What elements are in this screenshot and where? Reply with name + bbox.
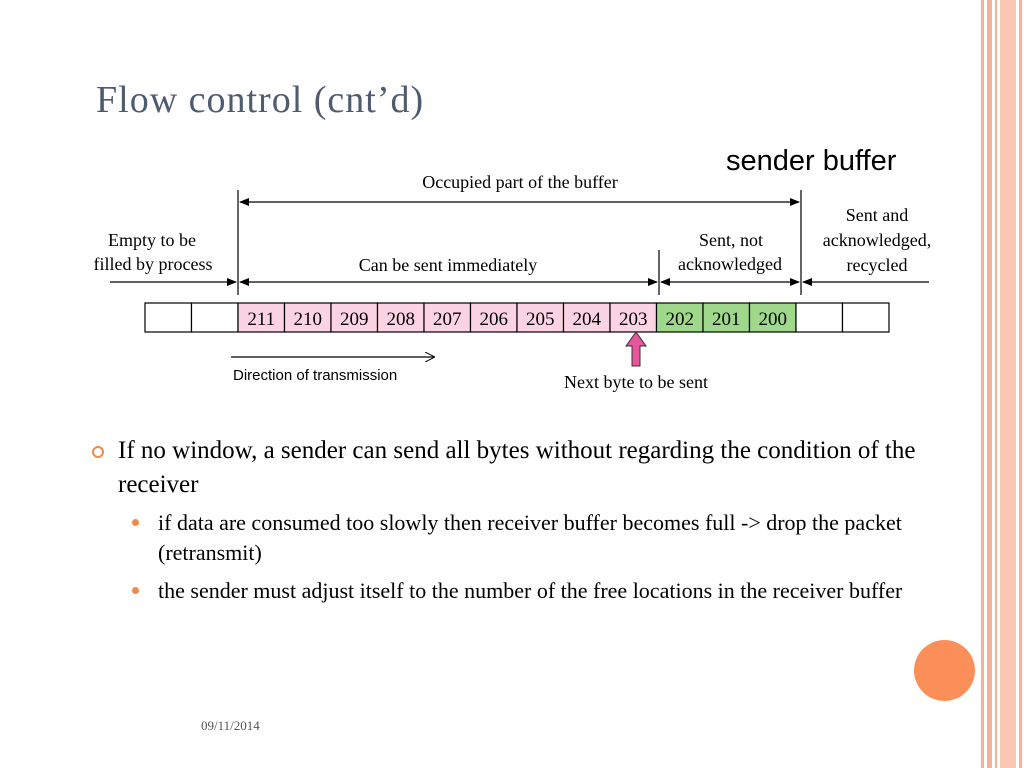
buffer-cell-label: 204 — [573, 309, 602, 330]
buffer-cell — [237, 302, 286, 333]
stripe-medium — [987, 0, 992, 768]
buffer-cell-label: 205 — [526, 309, 555, 330]
buffer-cells: 211 210 209 208 207 206 205 204 203 202 201 200 — [144, 302, 890, 333]
recycled-line2: acknowledged, — [823, 230, 931, 250]
sub-bullet-2-text: the sender must adjust itself to the num… — [158, 578, 903, 603]
sub-bullet-1: if data are consumed too slowly then rec… — [88, 508, 938, 568]
slide-title: Flow control (cnt’d) — [96, 79, 425, 121]
bullet-list: If no window, a sender can send all byte… — [88, 434, 938, 606]
next-byte-label: Next byte to be sent — [564, 372, 708, 392]
stripe-wide — [1000, 0, 1016, 768]
sender-buffer-label: sender buffer — [726, 145, 897, 177]
stripe-edge — [1019, 0, 1022, 768]
buffer-cell-label: 206 — [480, 309, 509, 330]
buffer-cell-label: 203 — [619, 309, 648, 330]
buffer-cell-label: 209 — [340, 309, 369, 330]
buffer-cell — [795, 302, 844, 333]
stripe-thin-2 — [995, 0, 997, 768]
buffer-cell-label: 211 — [247, 309, 275, 330]
recycled-line3: recycled — [847, 255, 908, 275]
bullet-ring-icon — [92, 446, 104, 458]
buffer-cell-label: 207 — [433, 309, 462, 330]
buffer-cell-label: 208 — [387, 309, 416, 330]
buffer-cell — [841, 302, 890, 333]
send-now-label: Can be sent immediately — [359, 255, 537, 275]
buffer-cell — [190, 302, 239, 333]
buffer-cell-label: 201 — [712, 309, 741, 330]
buffer-cell-label: 200 — [759, 309, 788, 330]
bullet-dot-icon — [132, 519, 139, 526]
buffer-cell-label: 202 — [666, 309, 695, 330]
decorative-circle — [914, 640, 975, 701]
buffer-cell — [655, 302, 704, 333]
occupied-label: Occupied part of the buffer — [422, 172, 618, 192]
bullet-main: If no window, a sender can send all byte… — [88, 434, 938, 502]
bullet-main-text: If no window, a sender can send all byte… — [118, 437, 916, 498]
buffer-cell — [609, 302, 658, 333]
recycled-line1: Sent and — [846, 205, 909, 225]
stripe-thin-1 — [981, 0, 984, 768]
buffer-cell — [562, 302, 611, 333]
buffer-cell-label: 210 — [294, 309, 323, 330]
buffer-cell — [144, 302, 193, 333]
sent-not-ack-line2: acknowledged — [678, 254, 782, 274]
next-byte-pointer-icon — [625, 331, 647, 367]
sub-bullet-2: the sender must adjust itself to the num… — [88, 576, 938, 606]
empty-label-line2: filled by process — [94, 254, 213, 274]
direction-label: Direction of transmission — [233, 367, 397, 384]
empty-label-line1: Empty to be — [108, 230, 196, 250]
buffer-cell — [516, 302, 565, 333]
slide-date: 09/11/2014 — [201, 718, 260, 733]
sent-not-ack-line1: Sent, not — [699, 230, 763, 250]
bullet-dot-icon — [132, 587, 139, 594]
sub-bullet-1-text: if data are consumed too slowly then rec… — [158, 510, 902, 565]
buffer-cell — [330, 302, 379, 333]
